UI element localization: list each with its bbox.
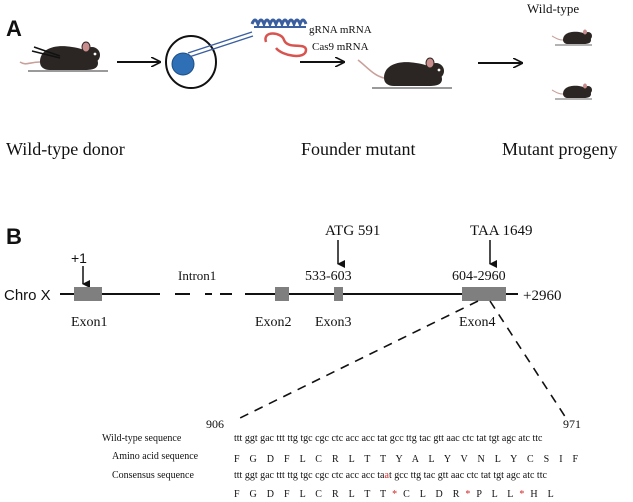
mutant-aa-part: P L L [476, 489, 513, 500]
caption-founder: Founder mutant [301, 139, 416, 159]
consensus-post: t gcc ttg tac gtt aac ctc tat tgt agc at… [389, 470, 548, 481]
caption-progeny: Mutant progeny [502, 139, 617, 159]
exon4-range: 604-2960 [452, 269, 506, 284]
zoom-end: 971 [563, 417, 581, 431]
exon2-box [275, 287, 289, 301]
wild-type-seq-label: Wild-type sequence [102, 433, 182, 444]
panel-b: B +1 Intron1 ATG 591 533-603 TAA 1649 60… [4, 223, 581, 500]
stop-codon-mark: * [519, 489, 524, 500]
exon1-label: Exon1 [71, 315, 108, 330]
zoom-start: 906 [206, 417, 224, 431]
mutant-aa-seq: F G D F L C R L T T * C L D R * P L L * H L [234, 489, 554, 500]
chromosome-label: Chro X [4, 287, 51, 304]
mutant-aa-part: H L [530, 489, 553, 500]
wild-type-seq: ttt ggt gac ttt ttg tgc cgc ctc acc acc … [234, 433, 543, 444]
exon3-range: 533-603 [305, 269, 352, 284]
mutant-aa-part: F G D F L C R L T T [234, 489, 386, 500]
atg-label: ATG 591 [325, 223, 380, 239]
exon1-box [74, 287, 102, 301]
panel-a-label: A [6, 16, 22, 41]
exon4-label: Exon4 [459, 315, 496, 330]
zoom-line-right [489, 300, 567, 419]
consensus-label: Consensus sequence [112, 470, 194, 481]
amino-acid-label: Amino acid sequence [112, 451, 199, 462]
progeny-mouse-icon [551, 29, 592, 46]
grna-strand-icon [250, 18, 308, 29]
exon3-box [334, 287, 343, 301]
mutant-aa-part: C L D R [403, 489, 460, 500]
taa-label: TAA 1649 [470, 223, 533, 239]
exon4-box [462, 287, 506, 301]
start-marker: +1 [71, 250, 87, 266]
panel-a: A gRNA mRNA Cas9 mRNA [6, 1, 617, 159]
end-marker: +2960 [523, 288, 561, 304]
progeny-mouse-icon [551, 83, 592, 100]
panel-b-label: B [6, 224, 22, 249]
consensus-pre: ttt ggt gac ttt ttg tgc cgc ctc acc acc … [234, 470, 385, 481]
founder-mouse-icon [357, 57, 452, 89]
wild-type-label: Wild-type [527, 1, 579, 16]
exon3-label: Exon3 [315, 315, 352, 330]
stop-codon-mark: * [392, 489, 397, 500]
cell-injection-icon [165, 31, 254, 89]
zoom-line-left [239, 300, 479, 419]
inserted-base: a [384, 470, 389, 481]
exon2-label: Exon2 [255, 315, 292, 330]
cas9-label: Cas9 mRNA [312, 41, 369, 53]
caption-donor: Wild-type donor [6, 139, 125, 159]
cas9-strand-icon [264, 32, 308, 58]
stop-codon-mark: * [465, 489, 470, 500]
grna-label: gRNA mRNA [309, 24, 372, 36]
consensus-seq: ttt ggt gac ttt ttg tgc cgc ctc acc acc … [234, 470, 547, 481]
sequence-table: Wild-type sequence ttt ggt gac ttt ttg t… [102, 433, 579, 500]
donor-mouse-icon [19, 41, 108, 72]
amino-acid-seq: F G D F L C R L T T Y A L Y V N L Y C S … [234, 454, 579, 465]
intron-label: Intron1 [178, 268, 216, 283]
